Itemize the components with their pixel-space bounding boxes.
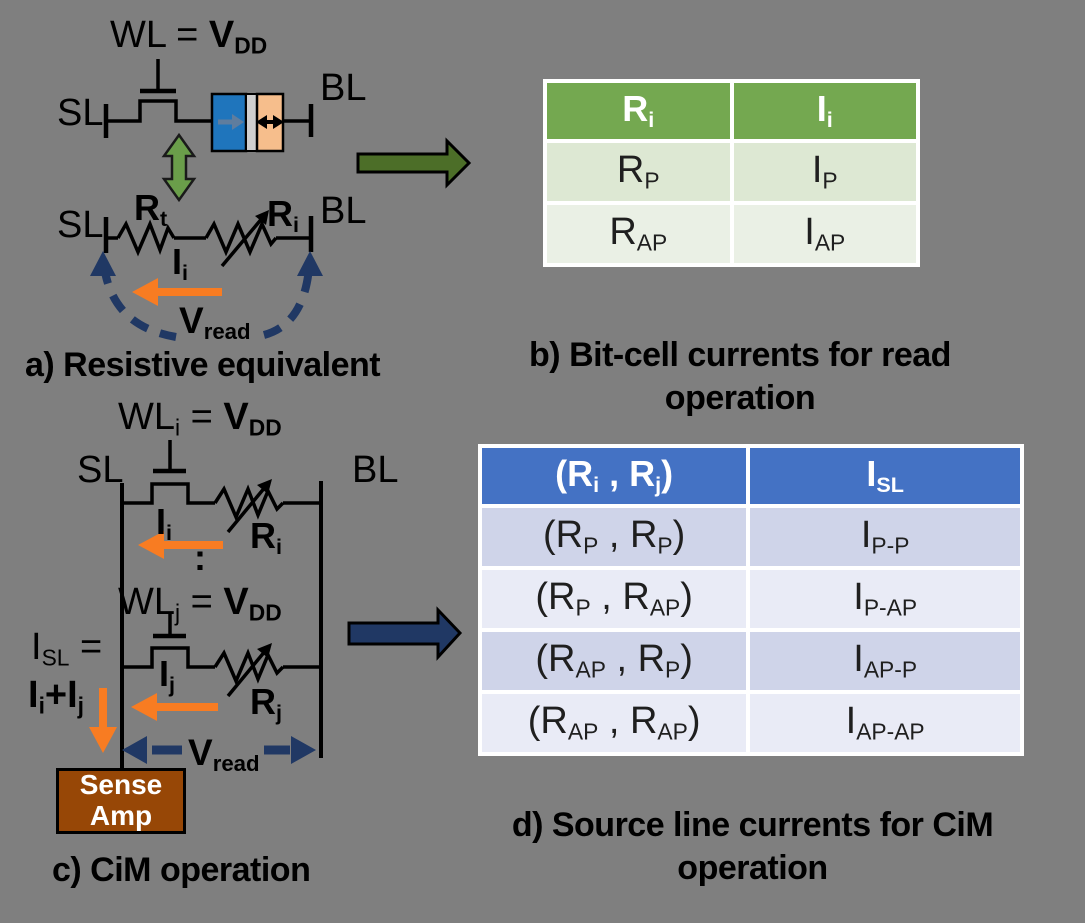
table-d-cell: IP-P [746,504,1024,570]
variable-resistor-rj-cim [213,648,285,686]
rt-label: Rt [134,187,168,232]
ij-label-cim: Ij [159,653,176,698]
table-row: RP IP [543,139,920,205]
variable-resistor-ri-cim [213,484,285,522]
map-arrow-d-icon [347,606,463,661]
caption-a: a) Resistive equivalent [25,346,381,384]
map-arrow-b-icon [356,137,472,189]
bitcell-currents-table: Ri Ii RP IP RAP IAP [543,79,920,267]
rj-label-cim: Rj [250,681,282,726]
sl-label-top: SL [57,92,104,134]
vread-double-arrow-icon [122,736,316,764]
table-d-header-rirj: (Ri , Rj) [477,444,751,508]
table-b-header-ri: Ri [543,79,734,143]
source-line-currents-table: (Ri , Rj) ISL (RP , RP) IP-P (RP , RAP) … [477,444,1024,756]
sense-amp-box: Sense Amp [56,768,186,834]
vread-label: Vread [179,300,251,345]
wli-label: WLi = VDD [118,396,282,441]
cim-circuit-lines [120,440,323,770]
vread-arc-icon [90,251,323,341]
bitcell-circuit-lines [103,59,314,138]
sense-amp-line2: Amp [89,800,153,831]
bl-label-bottom: BL [320,190,367,232]
caption-b-line1: b) Bit-cell currents for read [529,336,951,374]
ri-label-cim: Ri [250,515,282,560]
table-row: (RP , RP) IP-P [477,504,1024,570]
table-b-cell: IP [729,139,920,205]
sense-amp-line1: Sense [79,769,163,801]
ii-label: Ii [172,241,189,286]
table-d-cell: (RP , RAP) [477,566,751,632]
table-d-cell: (RP , RP) [477,504,751,570]
ri-label: Ri [267,193,299,238]
caption-d-line1: d) Source line currents for CiM [511,806,994,844]
mtj-stack-icon [210,92,285,153]
equivalence-arrow-icon [161,132,197,203]
isl-equals-label: ISL = [31,626,103,671]
current-arrow-i-icon [138,531,223,559]
caption-c: c) CiM operation [52,851,311,889]
vread-label-cim: Vread [188,732,260,777]
table-row: (RAP , RAP) IAP-AP [477,690,1024,756]
pinned-layer-arrow-icon [256,115,284,129]
table-row: RAP IAP [543,201,920,267]
resistive-equivalent-lines [103,210,314,268]
bl-label-top: BL [320,67,367,109]
table-row: (RP , RAP) IP-AP [477,566,1024,632]
wl-label: WL = VDD [110,14,268,59]
isl-down-arrow-icon [89,688,117,753]
table-d-cell: IAP-AP [746,690,1024,756]
table-b-cell: IAP [729,201,920,267]
isl-sum-label: Ii+Ij [28,674,85,719]
resistor-rt [116,219,176,257]
free-layer-arrow-icon [218,114,244,130]
variable-resistor-ri [204,219,278,257]
wlj-label: WLj = VDD [118,581,282,626]
sl-label-cim: SL [77,449,124,491]
table-b-cell: RAP [543,201,734,267]
table-row: (RAP , RP) IAP-P [477,628,1024,694]
read-current-arrow-icon [132,278,222,306]
table-b-cell: RP [543,139,734,205]
table-d-cell: (RAP , RAP) [477,690,751,756]
table-d-cell: IAP-P [746,628,1024,694]
caption-d: d) Source line currents for CiM operatio… [420,804,1085,889]
table-d-header-isl: ISL [746,444,1024,508]
table-d-cell: IP-AP [746,566,1024,632]
bl-label-cim: BL [352,449,399,491]
caption-b: b) Bit-cell currents for read operation [460,334,1020,419]
current-arrow-j-icon [131,693,218,721]
table-d-cell: (RAP , RP) [477,628,751,694]
sl-label-bottom: SL [57,204,104,246]
caption-d-line2: operation [677,848,828,887]
ellipsis-dots: : [194,537,206,578]
ii-label-cim: Ii [156,501,173,546]
caption-b-line2: operation [664,378,816,417]
table-b-header-ii: Ii [729,79,920,143]
